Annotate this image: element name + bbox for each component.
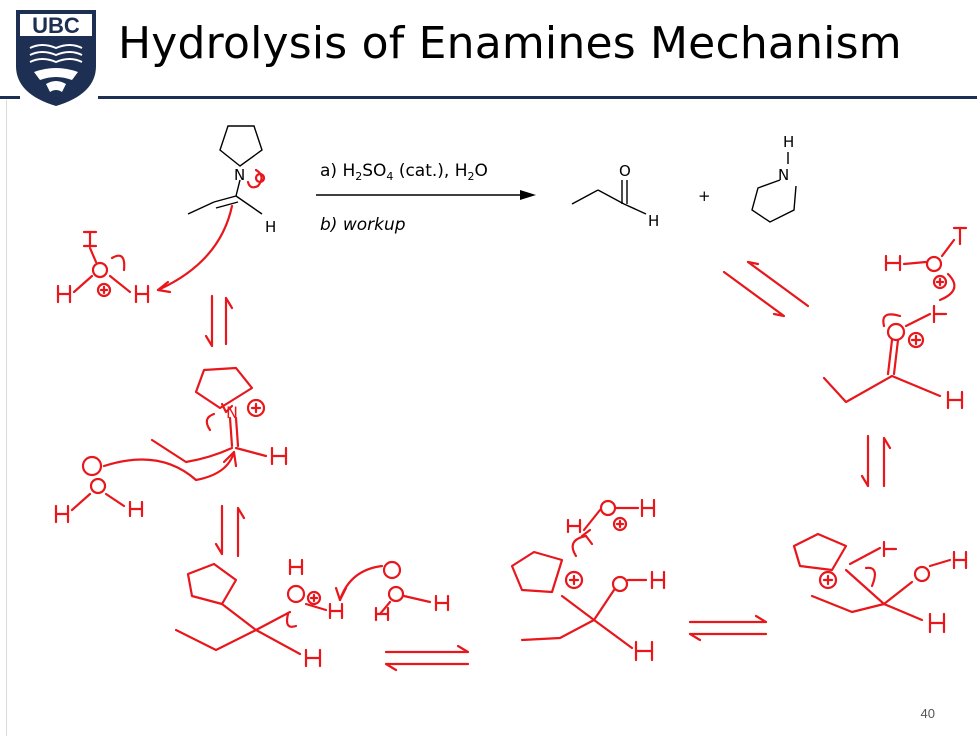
title-rule	[98, 96, 977, 99]
slide-title: Hydrolysis of Enamines Mechanism	[118, 18, 902, 69]
c-n-cleavage-intermediate	[792, 532, 968, 634]
iminium-n-label: N	[226, 403, 238, 422]
ubc-logo: UBC	[16, 10, 96, 106]
pyrrolidine-n-label: N	[778, 166, 789, 184]
slide-left-border	[6, 100, 7, 736]
title-rule-left	[0, 96, 20, 99]
pyrrolidine-product	[751, 152, 797, 223]
propanal-product	[571, 180, 647, 215]
equilibrium-arrows-5	[860, 434, 892, 488]
plus-sign: +	[698, 187, 711, 205]
equilibrium-arrows-3	[384, 644, 470, 672]
pi-bond-attack-arrow	[156, 204, 234, 292]
pi-bond-attack-arrowhead	[156, 280, 172, 294]
reaction-arrowhead	[520, 190, 536, 200]
hydronium-1	[56, 230, 150, 304]
page-number: 40	[920, 706, 935, 721]
step-a-conditions: a) H2SO4 (cat.), H2O	[320, 161, 488, 183]
iminium-intermediate	[150, 366, 288, 466]
enamine-h-label: H	[265, 218, 276, 236]
propanal-o-label: O	[619, 162, 631, 180]
propanal-h-label: H	[648, 212, 659, 230]
equilibrium-arrows-2	[214, 504, 246, 558]
enamine-n-label: N	[234, 166, 245, 184]
enamine-reactant	[187, 125, 263, 215]
equilibrium-arrows-1	[204, 294, 234, 348]
hydronium-2	[884, 226, 968, 302]
protonated-aldehyde	[822, 304, 964, 410]
svg-text:UBC: UBC	[32, 13, 80, 38]
equilibrium-arrows-6	[722, 260, 810, 318]
pyrrolidine-h-label: H	[783, 133, 794, 151]
water-base-1	[334, 560, 450, 622]
equilibrium-arrows-4	[688, 614, 768, 642]
oxonium-intermediate	[174, 558, 344, 668]
step-b-conditions: b) workup	[320, 215, 406, 235]
water-nucleophile-1	[54, 450, 238, 524]
protonated-amine-intermediate	[510, 498, 666, 662]
lone-pair-dot-1	[254, 172, 266, 184]
lone-pair-arrow-1	[246, 168, 263, 189]
